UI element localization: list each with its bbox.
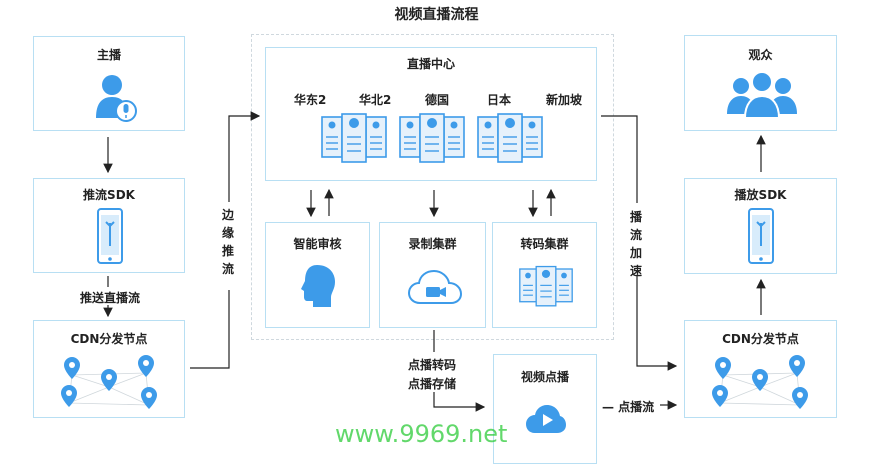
phone-icon: [748, 208, 774, 264]
head-icon: [301, 265, 335, 307]
vod-box: 视频点播: [493, 354, 597, 464]
audience-box: 观众: [684, 35, 837, 131]
live-center-label: 直播中心: [406, 57, 455, 71]
review-box: 智能审核: [265, 222, 370, 328]
anchor-label: 主播: [96, 48, 121, 62]
region-label: 新加坡: [546, 93, 583, 107]
transcode-label: 转码集群: [520, 237, 569, 251]
map-pin-icon: [712, 355, 808, 409]
push-stream-text: 推送直播流: [80, 291, 141, 305]
record-box: 录制集群: [379, 222, 486, 328]
watermark: www.9969.net: [335, 420, 508, 448]
accel-label: 播流加速: [629, 210, 642, 278]
server-icon: [519, 265, 573, 307]
region-label: 华东2: [294, 93, 327, 107]
user-mic-icon: [96, 75, 137, 122]
push-sdk-box: 推流SDK: [33, 178, 185, 273]
cloud-camera-icon: [408, 269, 462, 304]
server-icon: [399, 113, 465, 163]
audience-icon: [727, 71, 797, 119]
right-cdn-box: CDN分发节点: [684, 320, 837, 418]
region-label: 日本: [487, 93, 512, 107]
play-sdk-label: 播放SDK: [734, 188, 787, 202]
left-cdn-label: CDN分发节点: [70, 332, 148, 346]
live-center-box: 直播中心 华东2 华北2 德国 日本 新加坡: [265, 47, 597, 181]
server-icon: [321, 113, 387, 163]
accel-text: 播流加速: [629, 208, 645, 280]
edge-push-text: 边缘推流: [221, 206, 237, 278]
vod-label: 视频点播: [520, 370, 569, 384]
region-label: 德国: [425, 93, 450, 107]
anchor-box: 主播: [33, 36, 185, 131]
audience-label: 观众: [748, 48, 773, 62]
review-label: 智能审核: [293, 237, 342, 251]
center-group-frame: [251, 34, 614, 340]
phone-icon: [97, 208, 123, 264]
region-label: 华北2: [359, 93, 392, 107]
vod-transcode-text: 点播转码: [408, 358, 457, 372]
play-cloud-icon: [526, 405, 566, 433]
left-cdn-box: CDN分发节点: [33, 320, 185, 418]
cdn-nodes-graphic: [61, 355, 157, 409]
vod-flow-text: — 点播流: [602, 400, 655, 414]
diagram-title: 视频直播流程: [394, 7, 479, 23]
map-pin-icon: [61, 355, 157, 409]
edge-push-label: 边缘推流: [221, 208, 234, 276]
push-sdk-label: 推流SDK: [83, 188, 135, 202]
transcode-box: 转码集群: [492, 222, 597, 328]
right-cdn-label: CDN分发节点: [722, 332, 799, 346]
server-icon: [477, 113, 543, 163]
vod-storage-text: 点播存储: [408, 377, 457, 391]
record-label: 录制集群: [408, 237, 457, 251]
play-sdk-box: 播放SDK: [684, 178, 837, 274]
cdn-nodes-graphic: [712, 355, 808, 409]
